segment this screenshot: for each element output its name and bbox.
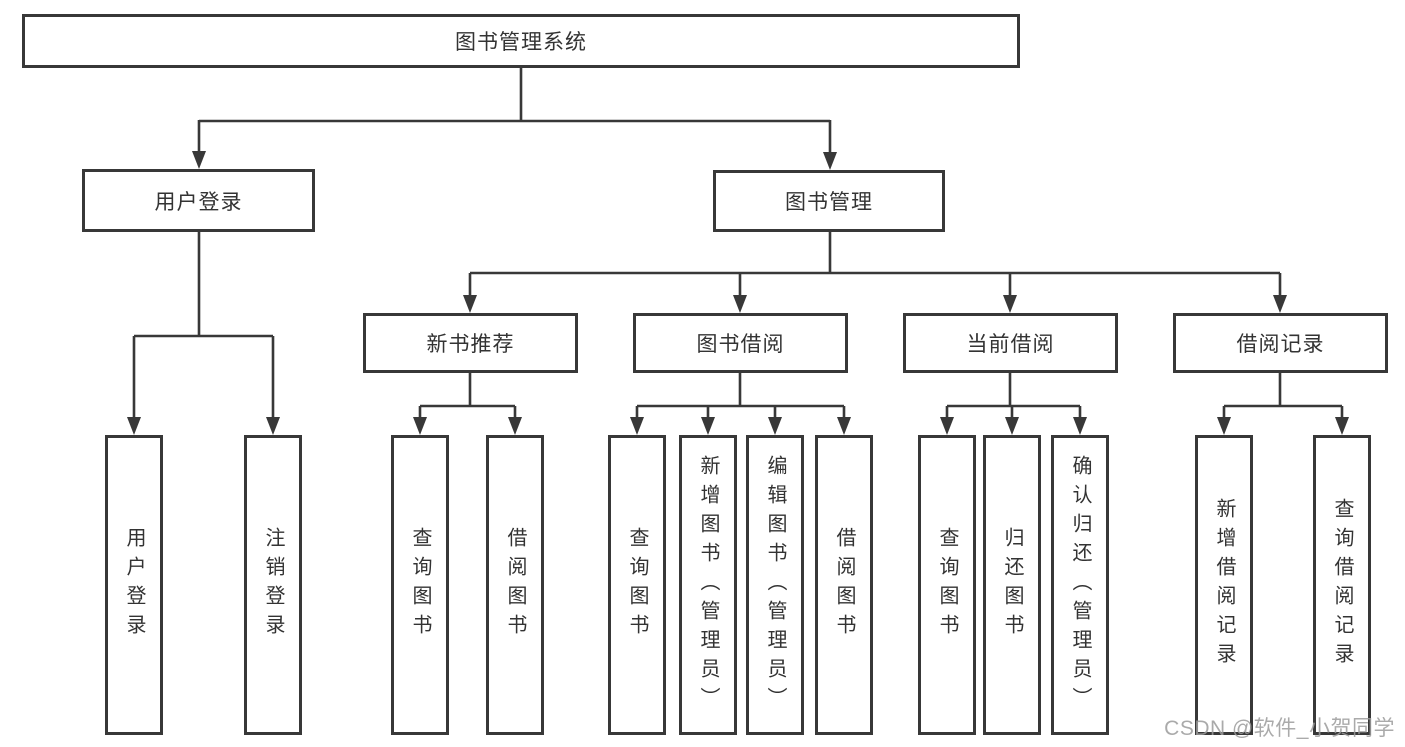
node-query-books-recommend: 查询图书 <box>391 435 449 735</box>
node-label: 编辑图书（管理员） <box>764 454 786 716</box>
node-confirm-return-admin: 确认归还（管理员） <box>1051 435 1109 735</box>
connector-root-to-level2 <box>197 68 832 152</box>
node-label: 借阅图书 <box>833 527 855 643</box>
arrow-down-icon <box>940 417 954 435</box>
arrow-down-icon <box>508 417 522 435</box>
arrow-down-icon <box>1217 417 1231 435</box>
node-edit-book-admin: 编辑图书（管理员） <box>746 435 804 735</box>
node-user-login-leaf: 用户登录 <box>105 435 163 735</box>
node-book-borrowing: 图书借阅 <box>633 313 848 373</box>
node-label: 归还图书 <box>1001 527 1023 643</box>
arrow-down-icon <box>1073 417 1087 435</box>
node-label: 查询借阅记录 <box>1331 498 1353 672</box>
connector-login-to-leaves <box>132 232 275 418</box>
connector-level3-to-leaves <box>418 373 1344 418</box>
node-label: 借阅图书 <box>504 527 526 643</box>
node-add-book-admin: 新增图书（管理员） <box>679 435 737 735</box>
node-query-books-current: 查询图书 <box>918 435 976 735</box>
node-label: 新增图书（管理员） <box>697 454 719 716</box>
node-borrow-books-leaf: 借阅图书 <box>815 435 873 735</box>
node-label: 图书管理 <box>785 191 873 214</box>
node-label: 用户登录 <box>123 527 145 643</box>
node-borrowing-records: 借阅记录 <box>1173 313 1388 373</box>
connector-mgmt-to-level3 <box>468 232 1282 296</box>
node-label: 借阅记录 <box>1236 333 1325 356</box>
arrow-down-icon <box>630 417 644 435</box>
arrow-down-icon <box>733 295 747 313</box>
arrowheads <box>127 151 1349 435</box>
arrow-down-icon <box>413 417 427 435</box>
node-label: 用户登录 <box>154 190 243 214</box>
node-label: 图书管理系统 <box>455 31 587 54</box>
watermark: CSDN @软件_小贺同学 <box>1164 717 1395 740</box>
node-add-borrow-record: 新增借阅记录 <box>1195 435 1253 735</box>
arrow-down-icon <box>1335 417 1349 435</box>
arrow-down-icon <box>1003 295 1017 313</box>
node-label: 查询图书 <box>626 527 648 643</box>
arrow-down-icon <box>1005 417 1019 435</box>
node-label: 确认归还（管理员） <box>1069 454 1091 716</box>
arrow-down-icon <box>266 417 280 435</box>
arrow-down-icon <box>463 295 477 313</box>
node-query-books-borrow: 查询图书 <box>608 435 666 735</box>
node-user-login: 用户登录 <box>82 169 315 232</box>
node-label: 查询图书 <box>936 527 958 643</box>
node-current-borrowing: 当前借阅 <box>903 313 1118 373</box>
arrow-down-icon <box>823 152 837 170</box>
arrow-down-icon <box>837 417 851 435</box>
arrow-down-icon <box>701 417 715 435</box>
node-library-management-system: 图书管理系统 <box>22 14 1020 68</box>
node-label: 新书推荐 <box>426 333 515 356</box>
arrow-down-icon <box>768 417 782 435</box>
node-book-management: 图书管理 <box>713 170 945 232</box>
arrow-down-icon <box>1273 295 1287 313</box>
node-label: 当前借阅 <box>966 333 1055 356</box>
node-return-books: 归还图书 <box>983 435 1041 735</box>
arrow-down-icon <box>127 417 141 435</box>
node-borrow-books-recommend: 借阅图书 <box>486 435 544 735</box>
node-label: 新增借阅记录 <box>1213 498 1235 672</box>
node-query-borrow-record: 查询借阅记录 <box>1313 435 1371 735</box>
node-new-book-recommendation: 新书推荐 <box>363 313 578 373</box>
node-logout: 注销登录 <box>244 435 302 735</box>
node-label: 图书借阅 <box>696 333 785 356</box>
node-label: 查询图书 <box>409 527 431 643</box>
node-label: 注销登录 <box>262 527 284 643</box>
arrow-down-icon <box>192 151 206 169</box>
